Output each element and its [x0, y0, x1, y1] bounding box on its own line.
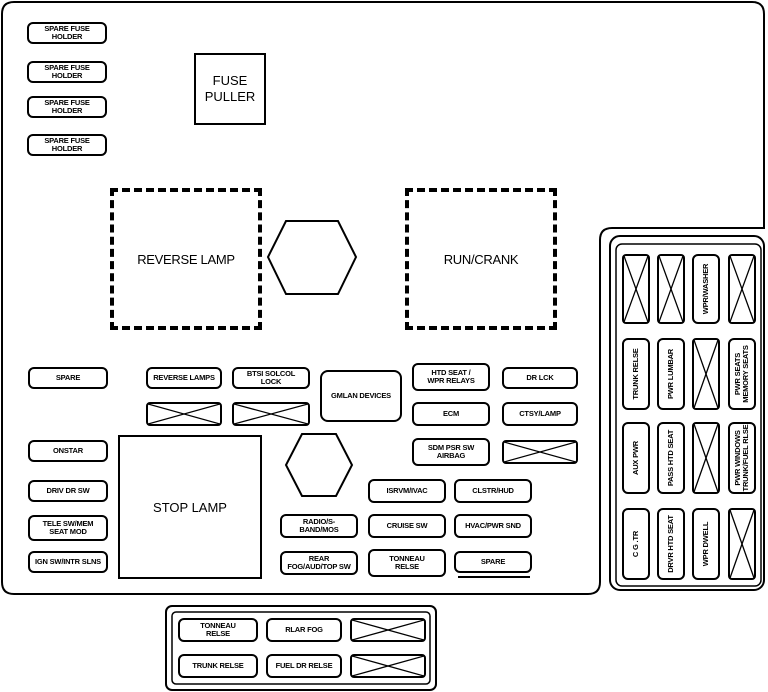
cig-ltr-label: C G .TR — [631, 530, 640, 558]
dr-lck-fuse: DR LCK — [502, 367, 578, 389]
run-crank-relay: RUN/CRANK — [405, 188, 557, 330]
radio-sband-mos-fuse: RADIO/S-BAND/MOS — [280, 514, 358, 538]
trunk-relse-fuse: TRUNK RELSE — [178, 654, 258, 678]
blank-fuse-slot — [502, 440, 578, 464]
blank-fuse-slot — [232, 402, 310, 426]
spare-fuse: SPARE — [454, 551, 532, 573]
hvac-pwr-snd-fuse: HVAC/PWR SND — [454, 514, 532, 538]
blank-fuse-slot — [692, 422, 720, 494]
aux-pwr-fuse: AUX PWR — [622, 422, 650, 494]
cruise-sw-fuse: CRUISE SW — [368, 514, 446, 538]
btsi-fuse: BTSI SOLCOL LOCK — [232, 367, 310, 389]
spare-fuse-holder: SPARE FUSE HOLDER — [27, 134, 107, 156]
blank-fuse-slot — [350, 654, 426, 678]
blank-fuse-slot — [657, 254, 685, 324]
blank-fuse-slot — [728, 254, 756, 324]
drvr-htd-seat-label: DRVR HTD SEAT — [666, 515, 675, 573]
htd-seat-wpr-relays-fuse: HTD SEAT / WPR RELAYS — [412, 363, 490, 391]
rear-fog-aud-top-sw-fuse: REAR FOG/AUD/TOP SW — [280, 551, 358, 575]
reverse-lamps-fuse: REVERSE LAMPS — [146, 367, 222, 389]
drvr-htd-seat-fuse: DRVR HTD SEAT — [657, 508, 685, 580]
blank-fuse-slot — [146, 402, 222, 426]
tonneau-relse-fuse: TONNEAU RELSE — [368, 549, 446, 577]
tonneau-relse-fuse: TONNEAU RELSE — [178, 618, 258, 642]
isrvm-ivac-fuse: ISRVM/IVAC — [368, 479, 446, 503]
fuel-dr-relse-fuse: FUEL DR RELSE — [266, 654, 342, 678]
onstar-fuse: ONSTAR — [28, 440, 108, 462]
cig-ltr-fuse: C G .TR — [622, 508, 650, 580]
aux-pwr-label: AUX PWR — [631, 440, 640, 476]
wpr-dwell-label: WPR DWELL — [701, 521, 710, 567]
trunk-relse-fuse: TRUNK RELSE — [622, 338, 650, 410]
blank-fuse-slot — [350, 618, 426, 642]
blank-fuse-slot — [622, 254, 650, 324]
blank-fuse-slot — [728, 508, 756, 580]
spare-fuse-holder: SPARE FUSE HOLDER — [27, 22, 107, 44]
pwr-lumbar-fuse: PWR LUMBAR — [657, 338, 685, 410]
pass-htd-seat-fuse: PASS HTD SEAT — [657, 422, 685, 494]
stop-lamp-relay: STOP LAMP — [118, 435, 262, 579]
spare-fuse: SPARE — [28, 367, 108, 389]
pwr-lumbar-label: PWR LUMBAR — [666, 348, 675, 400]
clstr-hud-fuse: CLSTR/HUD — [454, 479, 532, 503]
ign-sw-fuse: IGN SW/INTR SLNS — [28, 551, 108, 573]
gmlan-devices-module: GMLAN DEVICES — [320, 370, 402, 422]
blank-fuse-slot — [692, 338, 720, 410]
pwr-seats-memory-seats-fuse: PWR SEATS MEMORY SEATS — [728, 338, 756, 410]
wpr-washer-fuse: WPR/WASHER — [692, 254, 720, 324]
hexagon-lower — [284, 433, 354, 497]
tele-sw-mem-seat-fuse: TELE SW/MEM SEAT MOD — [28, 515, 108, 541]
pwr-seats-label: PWR SEATS MEMORY SEATS — [733, 345, 750, 403]
trunk-relse-label: TRUNK RELSE — [631, 348, 640, 400]
pwr-windows-label: PWR WINDOWS TRUNK/FUEL RLSE — [733, 424, 750, 492]
spare-fuse-holder: SPARE FUSE HOLDER — [27, 96, 107, 118]
wpr-washer-label: WPR/WASHER — [701, 263, 710, 315]
pwr-windows-trunk-fuel-fuse: PWR WINDOWS TRUNK/FUEL RLSE — [728, 422, 756, 494]
wpr-dwell-fuse: WPR DWELL — [692, 508, 720, 580]
reverse-lamp-relay: REVERSE LAMP — [110, 188, 262, 330]
ctsy-lamp-fuse: CTSY/LAMP — [502, 402, 578, 426]
pass-htd-seat-label: PASS HTD SEAT — [666, 429, 675, 487]
hexagon-upper — [266, 220, 358, 295]
driv-dr-sw-fuse: DRIV DR SW — [28, 480, 108, 502]
sdm-psr-sw-airbag-fuse: SDM PSR SW AIRBAG — [412, 438, 490, 466]
fuse-puller: FUSE PULLER — [194, 53, 266, 125]
spare-fuse-holder: SPARE FUSE HOLDER — [27, 61, 107, 83]
ecm-fuse: ECM — [412, 402, 490, 426]
rear-fog-fuse: RLAR FOG — [266, 618, 342, 642]
